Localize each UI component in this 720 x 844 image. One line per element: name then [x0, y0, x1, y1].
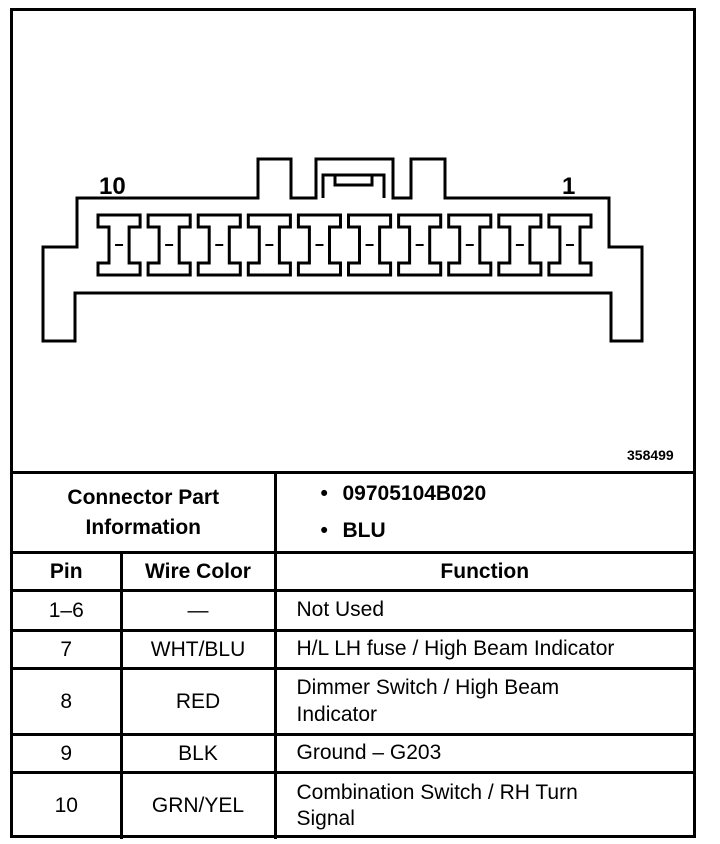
connector-housing-outline [41, 157, 644, 343]
table-row: 7 WHT/BLU H/L LH fuse / High Beam Indica… [13, 629, 693, 670]
terminal-cavity [196, 213, 242, 277]
connector-pinout-table: Connector Part Information •09705104B020… [13, 471, 693, 839]
table-row: 8 RED Dimmer Switch / High Beam Indicato… [13, 667, 693, 736]
function-cell: Not Used [273, 589, 693, 632]
terminal-cavity [246, 213, 292, 277]
connector-face-drawing: 10 1 358499 [41, 157, 674, 463]
pin-cell: 9 [13, 733, 123, 774]
function-line: Combination Switch / RH Turn [296, 781, 578, 804]
pin-1-label: 1 [562, 173, 575, 200]
function-cell: Combination Switch / RH Turn Signal [273, 771, 693, 839]
part-info-row: Connector Part Information •09705104B020… [13, 471, 693, 554]
pin-cell: 1–6 [13, 589, 123, 632]
terminal-cavity [447, 213, 493, 277]
part-info-label: Connector Part Information [13, 471, 277, 554]
part-info-values: •09705104B020 •BLU [273, 471, 693, 554]
diagram-frame: 10 1 358499 Connector Part Information •… [10, 8, 696, 839]
column-header-pin: Pin [13, 551, 123, 592]
pin-10-label: 10 [99, 173, 126, 200]
terminal-cavity [547, 213, 593, 277]
wire-color-cell: RED [119, 667, 277, 736]
figure-id: 358499 [627, 447, 674, 463]
function-line: Signal [296, 807, 355, 831]
function-cell: Dimmer Switch / High Beam Indicator [273, 667, 693, 736]
header-row: Pin Wire Color Function [13, 551, 693, 592]
part-info-label-line2: Information [85, 515, 202, 539]
pin-cell: 7 [13, 629, 123, 670]
function-line: Indicator [296, 702, 378, 726]
function-line: Dimmer Switch / High Beam [296, 676, 560, 700]
wire-color-cell: WHT/BLU [119, 629, 277, 670]
terminal-cavity [296, 213, 342, 277]
pin-cell: 10 [13, 771, 123, 839]
pin-cell: 8 [13, 667, 123, 736]
function-cell: Ground – G203 [273, 733, 693, 774]
wire-color-cell: BLK [119, 733, 277, 774]
connector-diagram: 10 1 358499 [13, 11, 693, 471]
part-number: •09705104B020 [320, 481, 487, 505]
part-info-label-line1: Connector Part [67, 486, 220, 510]
terminal-cavity [96, 213, 142, 277]
table-row: 9 BLK Ground – G203 [13, 733, 693, 774]
terminal-cavity [397, 213, 443, 277]
table-row: 10 GRN/YEL Combination Switch / RH Turn … [13, 771, 693, 839]
terminal-cavity [146, 213, 192, 277]
terminal-cavity [347, 213, 393, 277]
connector-latch [321, 173, 386, 198]
function-cell: H/L LH fuse / High Beam Indicator [273, 629, 693, 670]
terminal-cavity [497, 213, 543, 277]
connector-color: •BLU [320, 518, 386, 542]
column-header-function: Function [273, 551, 693, 592]
table-row: 1–6 — Not Used [13, 589, 693, 632]
terminal-cavities [96, 213, 593, 277]
wire-color-cell: — [119, 589, 277, 632]
wire-color-cell: GRN/YEL [119, 771, 277, 839]
column-header-wire-color: Wire Color [119, 551, 277, 592]
